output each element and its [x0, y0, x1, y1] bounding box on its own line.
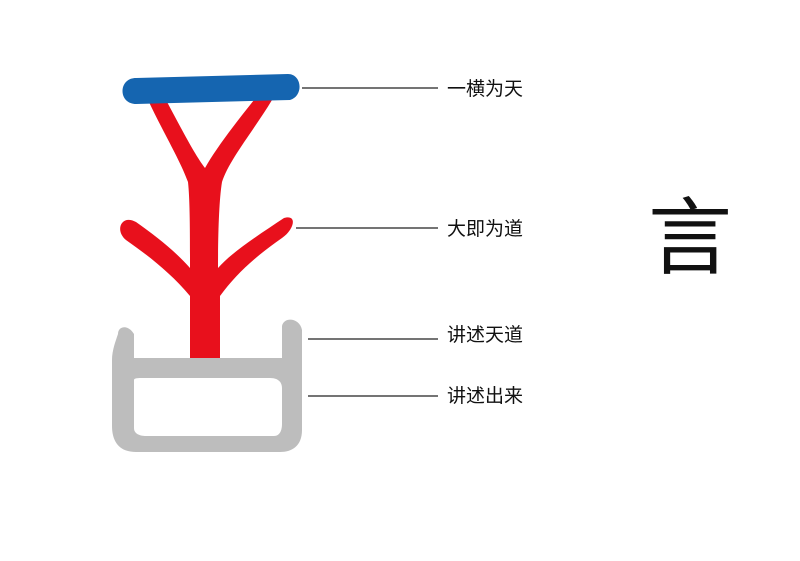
red-tree-stroke [120, 100, 293, 358]
blue-top-stroke [122, 74, 300, 104]
label-middle: 大即为道 [447, 218, 524, 240]
modern-character: 言 [648, 189, 733, 287]
label-top: 一横为天 [447, 78, 524, 100]
label-mouth-top: 讲述天道 [447, 324, 524, 346]
label-mouth-bottom: 讲述出来 [447, 385, 524, 407]
leader-lines [296, 87, 438, 397]
grey-mouth-stroke [112, 319, 302, 452]
